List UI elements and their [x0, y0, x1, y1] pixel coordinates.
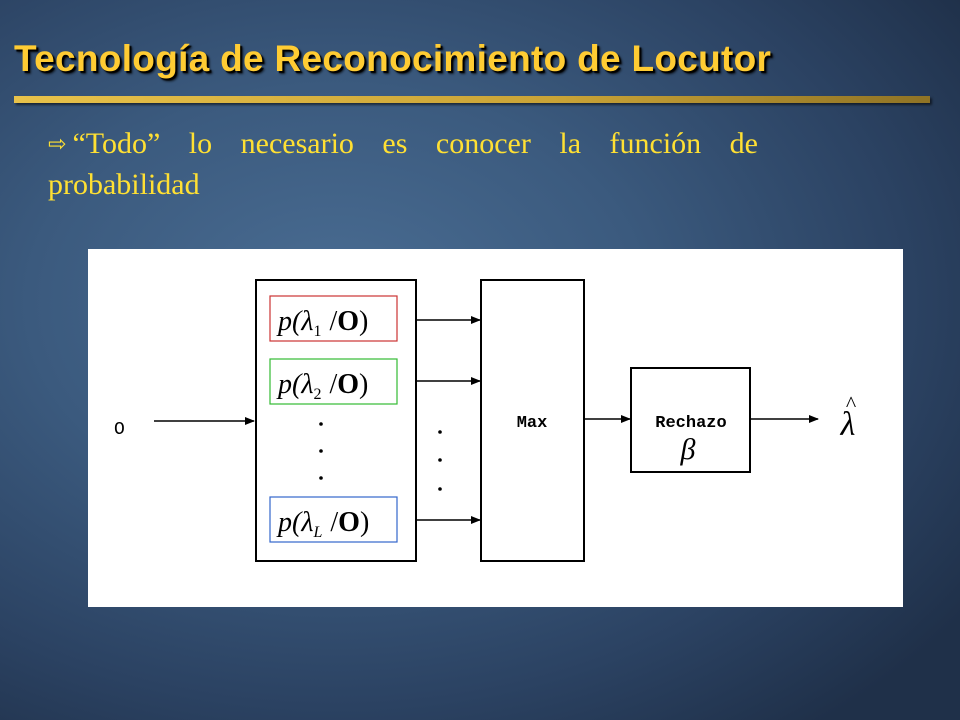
svg-text:p(λL/O): p(λL /O)	[276, 507, 369, 541]
svg-text:p(λ2/O): p(λ2 /O)	[276, 369, 368, 403]
model-2-close: )	[359, 369, 368, 400]
model-l-box	[269, 496, 398, 543]
model-l-prob: p(	[276, 507, 303, 538]
model-2-box	[269, 358, 398, 405]
model-1-close: )	[359, 306, 368, 337]
model-2-sub: 2	[313, 386, 321, 403]
diagram-panel: O p(λ1/O) p(λ2/O) p(λL/O	[88, 249, 903, 607]
model-l: p(λL /O)	[269, 496, 398, 543]
model-2-given: /	[329, 369, 337, 400]
model-l-given: /	[330, 507, 338, 538]
model-2: p(λ2 /O)	[269, 358, 398, 405]
model-l-lambda: λ	[300, 507, 313, 538]
model-2-prob: p(	[276, 369, 303, 400]
model-1-sub: 1	[313, 323, 321, 340]
input-label: O	[114, 420, 125, 440]
model-l-sub: L	[312, 524, 322, 541]
model-l-close: )	[360, 507, 369, 538]
max-block	[480, 279, 585, 562]
model-bank-box	[255, 279, 417, 562]
reject-block	[630, 367, 751, 473]
model-1-prob: p(	[276, 306, 303, 337]
output-lambda: λ	[840, 406, 856, 443]
reject-label: Rechazo	[655, 414, 726, 433]
slide-title: Tecnología de Reconocimiento de Locutor	[14, 38, 772, 79]
model-2-obs: O	[337, 369, 359, 400]
model-1-lambda: λ	[300, 306, 313, 337]
model-1-box	[269, 295, 398, 342]
arrow-bullet-icon: ⇨	[48, 132, 67, 157]
max-label: Max	[517, 414, 548, 433]
bullet-point: ⇨“Todo” lo necesario es conocer la funci…	[48, 124, 758, 205]
bullet-text: “Todo” lo necesario es conocer la funció…	[48, 127, 758, 201]
model-1-given: /	[329, 306, 337, 337]
svg-text:p(λ1/O): p(λ1 /O)	[276, 306, 368, 340]
model-2-lambda: λ	[300, 369, 313, 400]
output-lambda-hat: ^	[846, 391, 857, 416]
model-1-obs: O	[337, 306, 359, 337]
reject-beta: β	[680, 433, 696, 466]
model-1: p(λ1 /O)	[269, 295, 398, 342]
model-ellipsis	[319, 422, 323, 480]
title-underline	[14, 96, 930, 103]
model-l-obs: O	[338, 507, 360, 538]
arrow-ellipsis	[438, 430, 442, 491]
